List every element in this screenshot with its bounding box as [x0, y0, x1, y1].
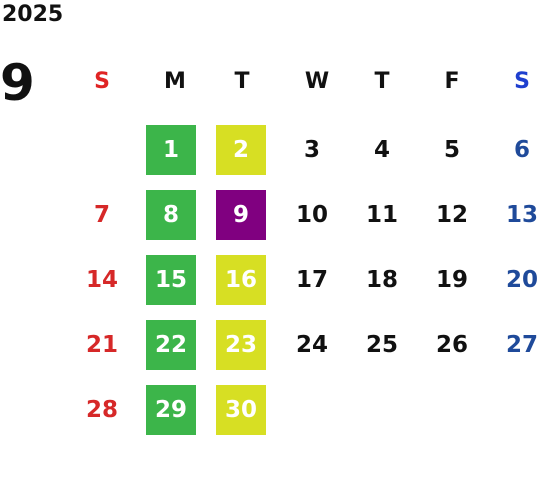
weekday-thursday: T: [374, 68, 390, 94]
day-cell[interactable]: 11: [365, 202, 398, 228]
day-cell[interactable]: 1: [146, 125, 196, 175]
day-cell[interactable]: 16: [216, 255, 266, 305]
day-cell[interactable]: 28: [85, 397, 118, 423]
weekday-sunday: S: [94, 68, 110, 94]
day-cell[interactable]: 29: [146, 385, 196, 435]
day-cell[interactable]: 12: [435, 202, 468, 228]
day-cell[interactable]: 14: [85, 267, 118, 293]
day-cell[interactable]: 30: [216, 385, 266, 435]
weekday-saturday: S: [514, 68, 530, 94]
day-cell[interactable]: 18: [365, 267, 398, 293]
day-cell[interactable]: 4: [373, 137, 390, 163]
year-label: 2025: [2, 2, 64, 27]
day-cell[interactable]: 27: [505, 332, 538, 358]
day-cell[interactable]: 6: [513, 137, 530, 163]
day-cell[interactable]: 10: [295, 202, 328, 228]
weekday-monday: M: [164, 68, 186, 94]
day-cell[interactable]: 15: [146, 255, 196, 305]
day-cell[interactable]: 9: [216, 190, 266, 240]
day-cell[interactable]: 21: [85, 332, 118, 358]
day-cell[interactable]: 19: [435, 267, 468, 293]
day-cell[interactable]: 24: [295, 332, 328, 358]
day-cell[interactable]: 7: [93, 202, 110, 228]
day-cell[interactable]: 22: [146, 320, 196, 370]
day-cell[interactable]: 25: [365, 332, 398, 358]
weekday-tuesday: T: [234, 68, 250, 94]
day-cell[interactable]: 20: [505, 267, 538, 293]
weekday-friday: F: [444, 68, 460, 94]
weekday-wednesday: W: [304, 68, 330, 94]
day-cell[interactable]: 2: [216, 125, 266, 175]
day-cell[interactable]: 5: [443, 137, 460, 163]
day-cell[interactable]: 23: [216, 320, 266, 370]
day-cell[interactable]: 8: [146, 190, 196, 240]
day-cell[interactable]: 26: [435, 332, 468, 358]
day-cell[interactable]: 3: [303, 137, 320, 163]
day-cell[interactable]: 17: [295, 267, 328, 293]
month-number: 9: [0, 54, 35, 112]
day-cell[interactable]: 13: [505, 202, 538, 228]
